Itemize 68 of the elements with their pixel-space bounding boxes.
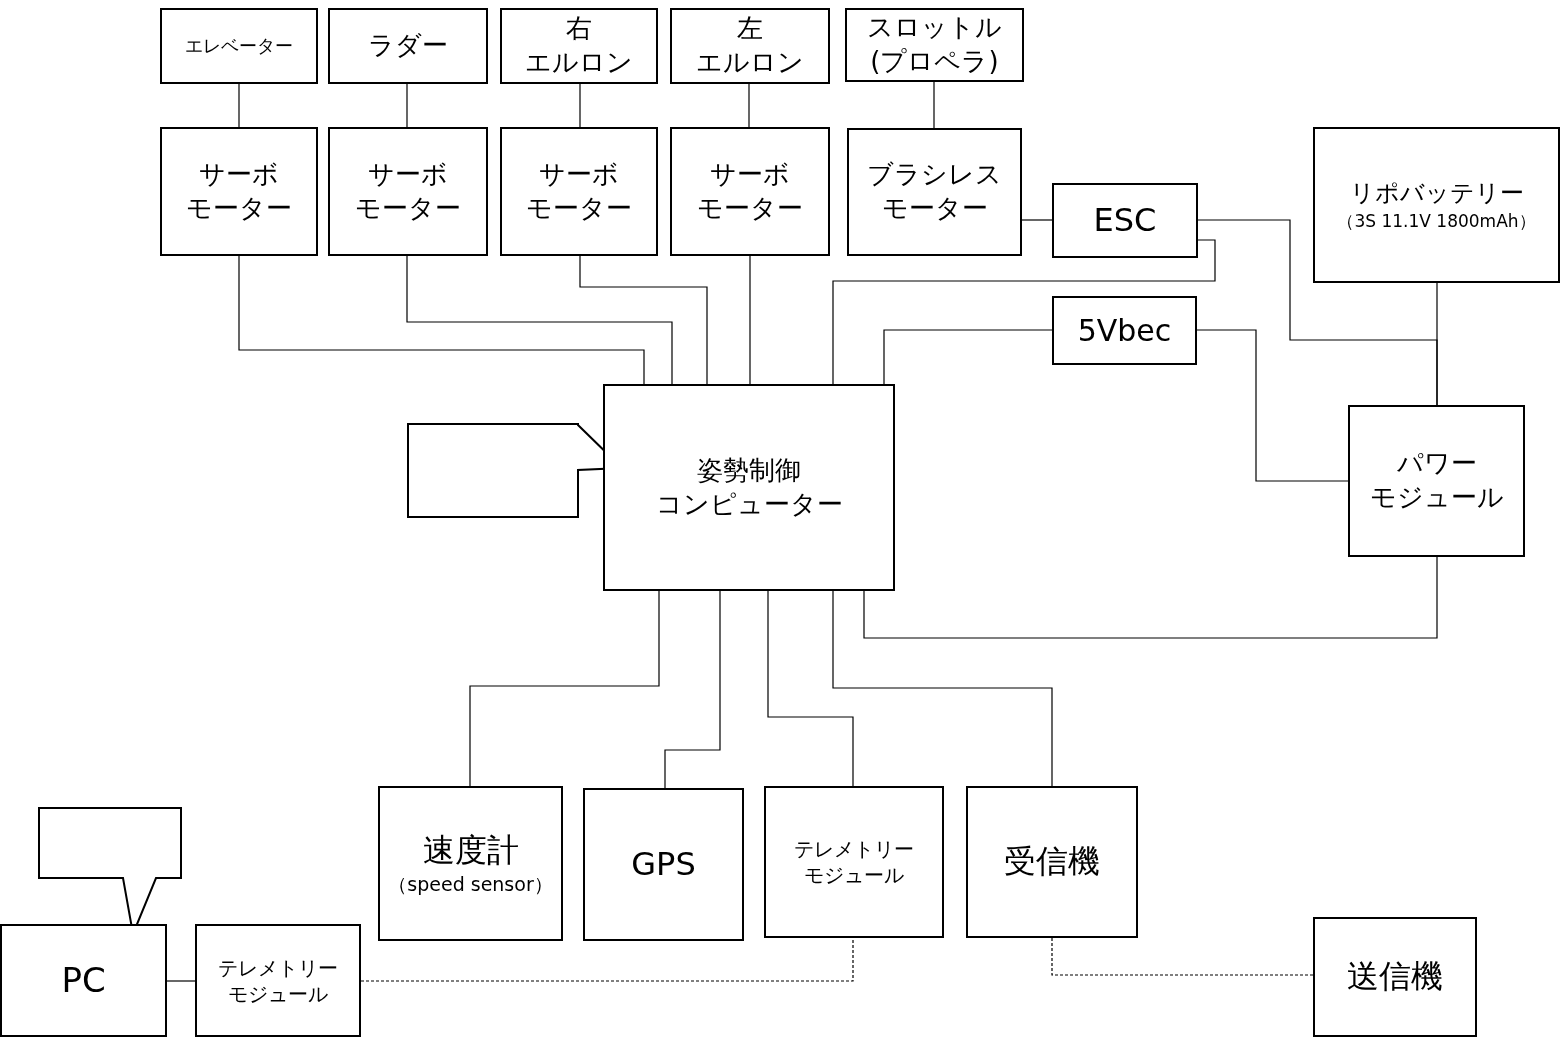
- wireless-link-line: [360, 937, 854, 982]
- box-label: ブラシレスモーター: [867, 158, 1002, 225]
- connector-line: [469, 590, 660, 787]
- connector-line: [579, 83, 581, 128]
- box-label: ラダー: [368, 29, 448, 63]
- component-box: [1052, 183, 1198, 258]
- connector-line: [748, 83, 750, 128]
- box-label: テレメトリーモジュール: [218, 954, 338, 1007]
- component-box: [583, 788, 744, 941]
- component-box: [1052, 296, 1197, 365]
- connector-line: [238, 255, 645, 385]
- box-label: リポバッテリー: [1349, 178, 1524, 210]
- box-label: サーボモーター: [697, 157, 803, 225]
- connector-line: [749, 255, 751, 385]
- connector-line: [664, 590, 721, 789]
- box-label: 送信機: [1347, 956, 1443, 998]
- component-box: [670, 8, 830, 84]
- component-box: [966, 786, 1138, 938]
- connector-line: [166, 980, 196, 982]
- component-box: [160, 127, 318, 256]
- component-box: [195, 924, 361, 1037]
- connector-line: [1196, 329, 1349, 482]
- box-label: 姿勢制御コンピューター: [655, 453, 843, 521]
- connector-line: [933, 81, 935, 129]
- box-label: GPS: [631, 843, 696, 885]
- box-label: サーボモーター: [355, 157, 461, 225]
- component-box: [1313, 917, 1477, 1037]
- box-label: パワーモジュール: [1369, 447, 1504, 514]
- component-box: [0, 924, 167, 1037]
- box-label: サーボモーター: [526, 157, 632, 225]
- component-box: [378, 786, 563, 941]
- connector-line: [832, 239, 1216, 385]
- connector-line: [579, 255, 708, 385]
- component-box: [160, 8, 318, 84]
- box-label: 5Vbec: [1077, 312, 1172, 350]
- box-label: 右エルロン: [525, 12, 633, 79]
- box-label: ESC: [1093, 199, 1157, 241]
- component-box: [764, 786, 944, 938]
- component-box: [603, 384, 895, 591]
- box-label: 速度計: [422, 830, 519, 872]
- box-label: テレメトリーモジュール: [794, 836, 914, 888]
- box-sublabel: （speed sensor）: [388, 871, 553, 897]
- component-box: [1348, 405, 1525, 557]
- box-label: スロットル(プロペラ): [867, 11, 1002, 78]
- component-box: [670, 127, 830, 256]
- box-label: エレベーター: [185, 34, 293, 58]
- component-box: [500, 8, 658, 84]
- connector-line: [1436, 282, 1438, 406]
- connector-line: [767, 590, 854, 787]
- box-label: 左エルロン: [696, 12, 804, 79]
- connector-line: [883, 329, 1053, 385]
- wireless-link-line: [1051, 937, 1314, 976]
- connector-line: [863, 556, 1438, 639]
- box-label: サーボモーター: [186, 157, 292, 225]
- connector-line: [1021, 219, 1053, 221]
- connector-line: [406, 255, 673, 385]
- component-box: [328, 127, 488, 256]
- component-box: [847, 128, 1022, 256]
- component-box: [328, 8, 488, 84]
- connector-line: [238, 83, 240, 128]
- box-label: 受信機: [1004, 841, 1100, 883]
- component-box: [1313, 127, 1560, 283]
- component-box: [500, 127, 658, 256]
- connector-line: [406, 83, 408, 128]
- box-sublabel: （3S 11.1V 1800mAh）: [1337, 209, 1536, 232]
- connector-line: [832, 590, 1053, 787]
- box-label: PC: [61, 959, 106, 1003]
- component-box: [845, 8, 1024, 82]
